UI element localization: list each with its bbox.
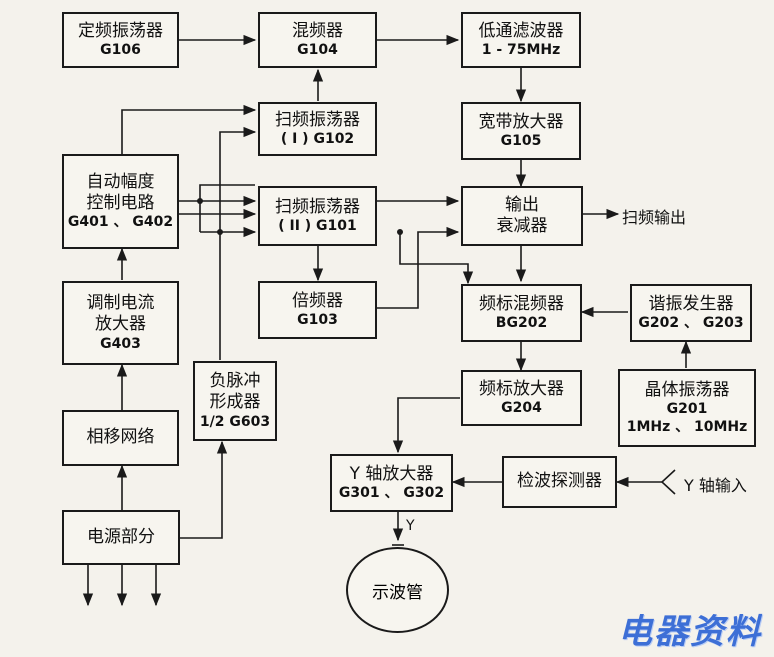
lowpass-filter-block: 低通滤波器 1 - 75MHz [461, 12, 581, 68]
fixed-oscillator-name: 定频振荡器 [78, 20, 163, 41]
modulation-amplifier-line1: 调制电流 [86, 293, 155, 313]
crystal-oscillator-block: 晶体振荡器 G201 1MHz 、 10MHz [618, 369, 756, 447]
marker-mixer-block: 频标混频器 BG202 [461, 284, 582, 342]
crystal-oscillator-name: 晶体振荡器 [644, 379, 730, 400]
sweep-output-label: 扫频输出 [622, 208, 687, 227]
mixer-code: G104 [297, 41, 338, 58]
y-amplifier-code: G301 、 G302 [338, 484, 445, 501]
marker-amplifier-block: 频标放大器 G204 [461, 370, 582, 426]
wideband-amplifier-block: 宽带放大器 G105 [461, 102, 581, 160]
output-attenuator-line1: 输出 [505, 194, 539, 215]
crystal-oscillator-freq: 1MHz 、 10MHz [626, 418, 748, 435]
sweep-oscillator-2-code: ( II ) G101 [278, 217, 357, 234]
agc-circuit-line1: 自动幅度 [86, 171, 155, 192]
detector-probe-block: 检波探测器 [502, 456, 617, 508]
agc-circuit-code: G401 、 G402 [67, 214, 174, 230]
crystal-oscillator-code: G201 [666, 401, 708, 418]
crt-display-name: 示波管 [372, 582, 423, 603]
sweep-oscillator-1-name: 扫频振荡器 [275, 109, 360, 130]
frequency-multiplier-block: 倍频器 G103 [258, 281, 377, 339]
harmonic-generator-block: 谐振发生器 G202 、 G203 [630, 284, 752, 342]
marker-mixer-code: BG202 [495, 314, 548, 331]
mixer-block: 混频器 G104 [258, 12, 377, 68]
y-signal-mark: Y [406, 518, 415, 534]
detector-probe-name: 检波探测器 [517, 471, 602, 492]
y-input-label: Y 轴输入 [684, 476, 747, 495]
power-supply-block: 电源部分 [62, 510, 180, 565]
watermark-logo: 电器资料 [618, 612, 762, 652]
y-amplifier-block: Y 轴放大器 G301 、 G302 [330, 454, 453, 512]
sweep-oscillator-2-name: 扫频振荡器 [275, 196, 360, 217]
modulation-amplifier-code: G403 [100, 335, 141, 352]
negative-pulse-line2: 形成器 [209, 392, 261, 413]
frequency-multiplier-name: 倍频器 [292, 290, 343, 311]
sweep-oscillator-2-block: 扫频振荡器 ( II ) G101 [258, 186, 377, 246]
wideband-amplifier-name: 宽带放大器 [478, 111, 564, 132]
phase-shift-network-name: 相移网络 [86, 427, 155, 448]
crt-display: 示波管 [346, 547, 449, 633]
agc-circuit-line2: 控制电路 [86, 192, 155, 213]
harmonic-generator-code: G202 、 G203 [638, 314, 744, 331]
y-amplifier-name: Y 轴放大器 [349, 463, 434, 484]
fixed-oscillator-block: 定频振荡器 G106 [62, 12, 179, 68]
sweep-oscillator-1-block: 扫频振荡器 ( I ) G102 [258, 102, 377, 156]
harmonic-generator-name: 谐振发生器 [648, 293, 734, 314]
lowpass-filter-range: 1 - 75MHz [481, 41, 561, 58]
output-attenuator-line2: 衰减器 [496, 216, 548, 236]
output-attenuator-block: 输出 衰减器 [461, 186, 583, 246]
negative-pulse-code: 1/2 G603 [199, 413, 271, 430]
modulation-amplifier-block: 调制电流 放大器 G403 [62, 281, 179, 365]
wideband-amplifier-code: G105 [500, 132, 542, 149]
frequency-multiplier-code: G103 [297, 311, 338, 328]
negative-pulse-former-block: 负脉冲 形成器 1/2 G603 [193, 361, 277, 441]
mixer-name: 混频器 [292, 20, 343, 41]
agc-circuit-block: 自动幅度 控制电路 G401 、 G402 [62, 154, 179, 249]
sweep-oscillator-1-code: ( I ) G102 [280, 130, 355, 147]
fixed-oscillator-code: G106 [100, 41, 141, 58]
phase-shift-network-block: 相移网络 [62, 410, 179, 466]
power-supply-name: 电源部分 [87, 526, 155, 547]
modulation-amplifier-line2: 放大器 [95, 314, 146, 335]
lowpass-filter-name: 低通滤波器 [478, 20, 564, 41]
marker-amplifier-code: G204 [501, 399, 542, 416]
negative-pulse-line1: 负脉冲 [209, 371, 261, 391]
marker-amplifier-name: 频标放大器 [479, 378, 564, 399]
marker-mixer-name: 频标混频器 [479, 293, 564, 314]
